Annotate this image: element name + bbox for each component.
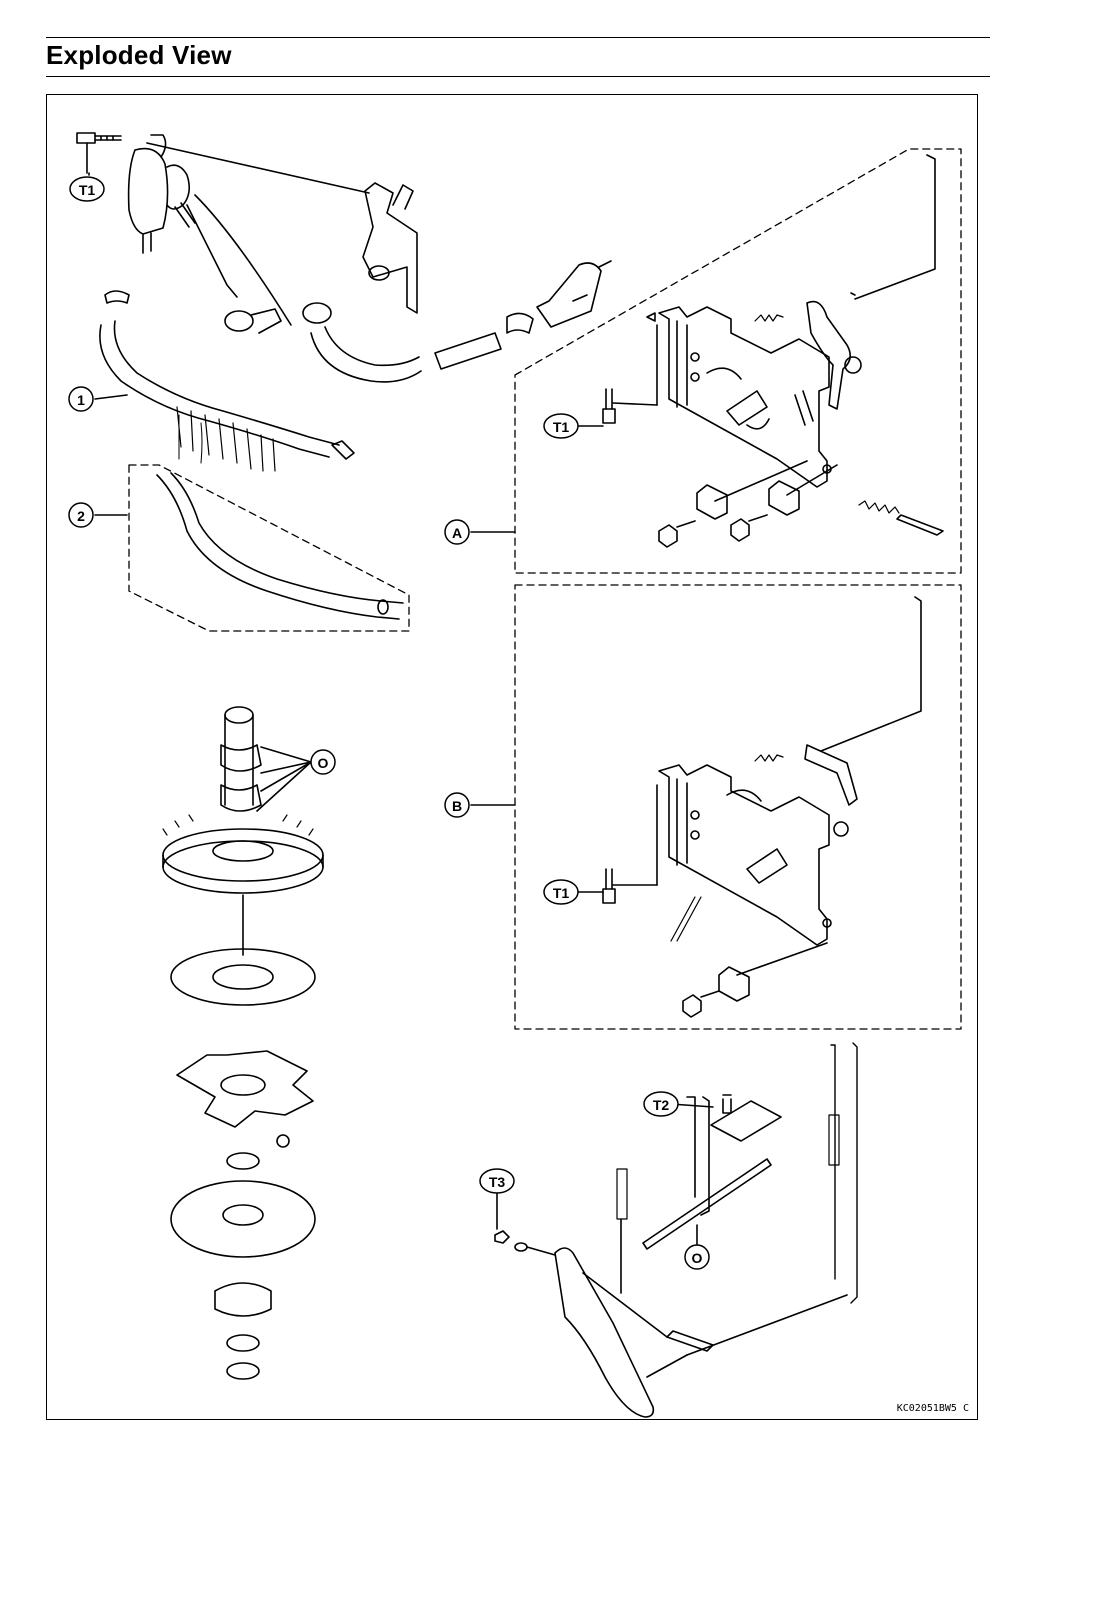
- callout-a: A: [452, 525, 462, 541]
- callout-t2: T2: [653, 1097, 670, 1113]
- callout-t3: T3: [489, 1174, 506, 1190]
- callout-t1-top: T1: [79, 182, 96, 198]
- callout-o-shaft: O: [692, 1250, 703, 1266]
- callout-t1-a: T1: [553, 419, 570, 435]
- governor-plate-a: [602, 154, 944, 548]
- exploded-view-drawing: T1 1 2 A B T1 T1 O T2 T3 O KC02051BW5 C: [68, 132, 969, 1418]
- exploded-view-figure: T1 1 2 A B T1 T1 O T2 T3 O KC02051BW5 C: [46, 94, 978, 1420]
- governor-plate-b: [602, 596, 922, 1018]
- callout-t1-b: T1: [553, 885, 570, 901]
- lever-group: [494, 1042, 858, 1418]
- callout-1: 1: [77, 392, 85, 408]
- top-rule: [46, 37, 990, 38]
- callout-b: B: [452, 798, 462, 814]
- callout-o-cam: O: [318, 755, 329, 771]
- title-underline: [46, 76, 990, 77]
- figure-code: KC02051BW5 C: [897, 1403, 969, 1414]
- fuel-pump-group: [76, 132, 612, 472]
- callout-2: 2: [77, 508, 85, 524]
- camshaft-group: [162, 706, 324, 1380]
- page-title: Exploded View: [46, 40, 232, 70]
